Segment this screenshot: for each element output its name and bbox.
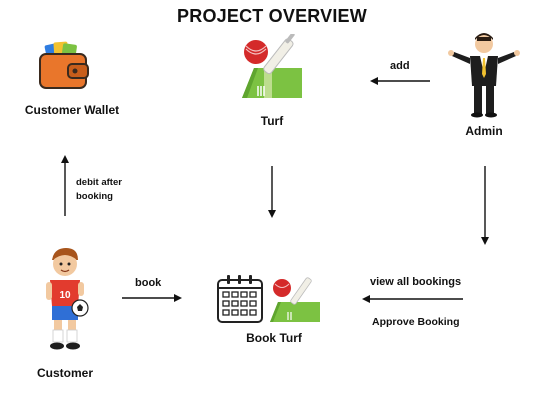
- diagram-title: PROJECT OVERVIEW: [177, 6, 367, 26]
- wallet-icon: [39, 41, 89, 89]
- turf-node: [234, 32, 310, 106]
- cricket-turf-icon: [242, 32, 302, 98]
- wallet-node: [36, 40, 92, 92]
- wallet-label: Customer Wallet: [24, 103, 120, 117]
- customer-label: Customer: [36, 366, 93, 380]
- book-turf-label: Book Turf: [246, 331, 302, 345]
- admin-label: Admin: [465, 124, 503, 138]
- svg-text:10: 10: [59, 290, 71, 301]
- edge-label-add: add: [390, 60, 410, 72]
- customer-node: 10: [40, 246, 90, 354]
- admin-node: [446, 30, 522, 118]
- admin-person-icon: [448, 33, 520, 118]
- football-player-icon: 10: [46, 248, 89, 350]
- edge-label-approve-booking: Approve Booking: [372, 316, 460, 328]
- edge-label-debit-after-booking: debit after booking: [76, 177, 122, 202]
- turf-label: Turf: [260, 114, 284, 128]
- edge-label-view-all-bookings: view all bookings: [370, 276, 462, 288]
- book-turf-node: [216, 272, 328, 326]
- calendar-turf-icon: [217, 275, 320, 323]
- edge-label-book: book: [135, 277, 162, 289]
